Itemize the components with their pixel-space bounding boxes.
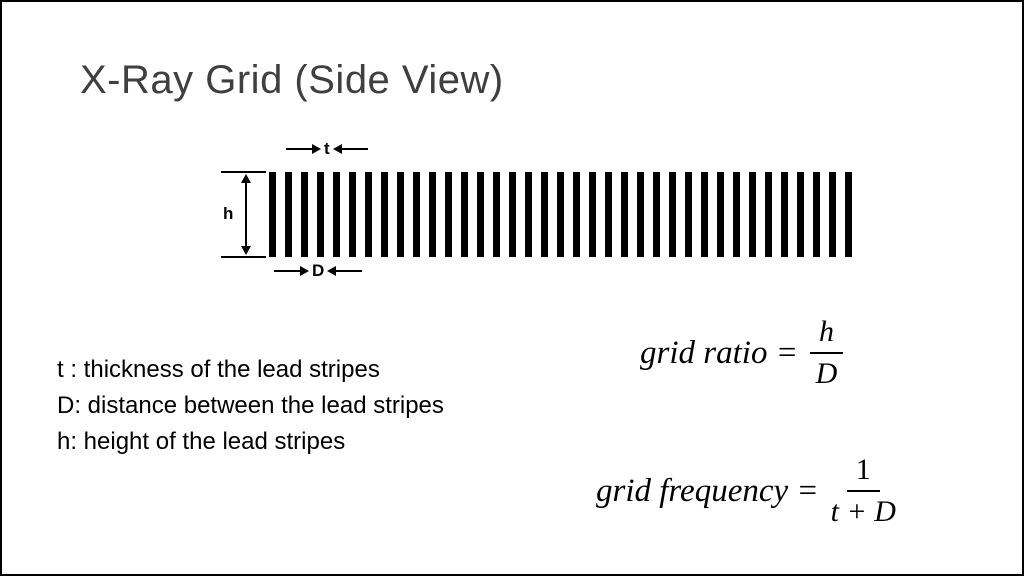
grid-frequency-numerator: 1 <box>846 452 880 492</box>
grid-frequency-denominator: t + D <box>830 495 896 528</box>
arrowhead-right-icon <box>300 266 309 276</box>
t-label: t <box>324 139 330 158</box>
definition-t: t : thickness of the lead stripes <box>57 356 380 383</box>
lead-stripe <box>829 172 836 257</box>
lead-stripe <box>413 172 420 257</box>
d-dimension-annotation: D <box>274 261 363 281</box>
definition-d: D: distance between the lead stripes <box>57 392 444 419</box>
arrowhead-left-icon <box>327 266 337 276</box>
lead-stripe <box>349 172 356 257</box>
h-label: h <box>223 204 234 223</box>
lead-stripe <box>573 172 580 257</box>
lead-stripe <box>733 172 740 257</box>
lead-stripe <box>589 172 596 257</box>
arrowhead-left-icon <box>332 144 342 154</box>
arrowhead-up-icon <box>241 174 251 183</box>
arrowhead-down-icon <box>241 246 251 255</box>
lead-stripe <box>701 172 708 257</box>
lead-stripe <box>813 172 820 257</box>
lead-stripe <box>381 172 388 257</box>
lead-stripe <box>541 172 548 257</box>
lead-stripe <box>637 172 644 257</box>
grid-frequency-lhs: grid frequency = <box>596 472 819 509</box>
lead-stripe <box>605 172 612 257</box>
arrowhead-right-icon <box>312 144 321 154</box>
lead-stripe <box>493 172 500 257</box>
t-dimension-annotation: t <box>286 139 368 159</box>
h-double-arrow-icon <box>241 174 251 255</box>
lead-stripe <box>797 172 804 257</box>
lead-stripe <box>653 172 660 257</box>
h-extension-line-top <box>221 171 266 173</box>
lead-stripe <box>557 172 564 257</box>
lead-stripe <box>525 172 532 257</box>
t-arrow-right-icon <box>332 144 368 154</box>
lead-stripe <box>461 172 468 257</box>
lead-stripe <box>621 172 628 257</box>
lead-stripe <box>509 172 516 257</box>
grid-frequency-formula: grid frequency = 1 t + D <box>596 452 896 530</box>
lead-stripe <box>749 172 756 257</box>
h-extension-line-bottom <box>221 256 266 258</box>
grid-ratio-fraction: h D <box>809 314 843 392</box>
definition-h: h: height of the lead stripes <box>57 428 346 455</box>
lead-stripe <box>717 172 724 257</box>
grid-ratio-numerator: h <box>809 314 843 354</box>
d-arrow-left-icon <box>274 266 309 276</box>
d-label: D <box>312 261 325 280</box>
lead-stripe <box>365 172 372 257</box>
lead-stripe <box>669 172 676 257</box>
lead-stripe <box>429 172 436 257</box>
lead-stripe <box>445 172 452 257</box>
lead-stripe <box>285 172 292 257</box>
lead-stripe <box>765 172 772 257</box>
grid-frequency-fraction: 1 t + D <box>831 452 896 530</box>
lead-stripe <box>397 172 404 257</box>
lead-stripe <box>781 172 788 257</box>
lead-stripe <box>477 172 484 257</box>
lead-stripe <box>317 172 324 257</box>
t-arrow-left-icon <box>286 144 321 154</box>
lead-stripe <box>269 172 276 257</box>
page-title: X-Ray Grid (Side View) <box>80 58 504 102</box>
dimension-line <box>274 270 300 272</box>
grid-ratio-lhs: grid ratio = <box>640 334 798 371</box>
grid-ratio-formula: grid ratio = h D <box>640 314 843 392</box>
lead-stripe <box>333 172 340 257</box>
dimension-line <box>341 148 368 150</box>
dimension-line <box>336 270 363 272</box>
d-arrow-right-icon <box>327 266 363 276</box>
grid-ratio-denominator: D <box>815 357 838 390</box>
lead-stripe <box>685 172 692 257</box>
dimension-line <box>286 148 312 150</box>
lead-stripe <box>301 172 308 257</box>
definitions: t : thickness of the lead stripes D: dis… <box>57 352 444 460</box>
lead-stripes <box>269 172 852 257</box>
lead-stripe <box>845 172 852 257</box>
dimension-line <box>245 183 247 246</box>
